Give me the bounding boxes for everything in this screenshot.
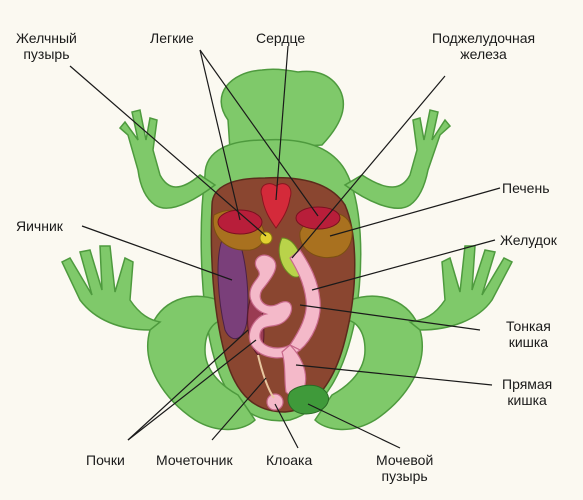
leader-cloaca [274, 403, 299, 449]
label-ovary: Яичник [16, 218, 63, 234]
label-ureter: Мочеточник [156, 452, 233, 468]
frog-left-foot [61, 245, 162, 331]
leader-heart [275, 45, 289, 201]
label-lungs: Легкие [150, 30, 194, 46]
label-small-intestine: Тонкая кишка [506, 318, 551, 350]
leader-stomach [311, 239, 496, 291]
leader-kidneys-b [127, 339, 257, 441]
label-kidneys: Почки [86, 452, 125, 468]
leader-pancreas [291, 75, 446, 259]
label-pancreas-line2: железа [460, 46, 507, 62]
label-rectum-line1: Прямая [502, 376, 553, 392]
label-gall-bladder: Желчный пузырь [16, 30, 77, 62]
label-rectum-line2: кишка [507, 392, 547, 408]
leader-lungs-b [199, 49, 319, 217]
label-pancreas: Поджелудочная железа [432, 30, 535, 62]
label-rectum: Прямая кишка [502, 376, 552, 408]
label-liver: Печень [502, 180, 550, 196]
frog-right-leg [314, 295, 423, 431]
leader-liver [329, 187, 501, 237]
frog-left-leg [147, 295, 256, 431]
label-cloaca: Клоака [266, 452, 313, 468]
ureter [257, 354, 275, 399]
label-gall-bladder-line1: Желчный [16, 30, 77, 46]
heart [260, 183, 292, 229]
small-intestine [248, 254, 302, 359]
leader-lines [69, 45, 501, 449]
frog-left-arm [118, 109, 217, 209]
leader-ovary [81, 225, 233, 281]
leader-gall-bladder [69, 65, 267, 237]
gall-bladder [259, 231, 273, 245]
leader-lungs-a [199, 49, 241, 221]
label-pancreas-line1: Поджелудочная [432, 30, 536, 46]
leader-bladder [307, 403, 401, 449]
lung-right [295, 206, 341, 230]
label-heart: Сердце [256, 30, 306, 46]
frog-right-arm [343, 109, 452, 209]
leader-rectum [295, 364, 493, 386]
frog-right-foot [408, 245, 514, 331]
cloaca [266, 393, 284, 411]
label-bladder-line2: пузырь [381, 468, 428, 484]
lung-left [217, 209, 263, 235]
label-small-intestine-line2: кишка [508, 334, 549, 350]
label-small-intestine-line1: Тонкая [506, 318, 551, 334]
label-stomach: Желудок [500, 232, 557, 248]
label-bladder: Мочевой пузырь [376, 452, 433, 484]
frog-head [220, 68, 345, 151]
leader-ureter [211, 377, 267, 441]
label-gall-bladder-line2: пузырь [23, 46, 70, 62]
bladder [287, 384, 329, 415]
leader-small-intestine [299, 304, 481, 331]
label-bladder-line1: Мочевой [376, 452, 434, 468]
leader-kidneys-a [127, 329, 249, 441]
